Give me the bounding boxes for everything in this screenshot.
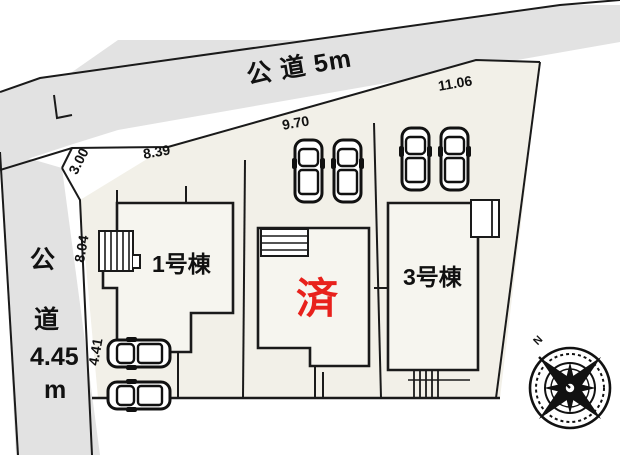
lot-divider-1 [242, 159, 246, 399]
car-icon-top-right-1 [399, 126, 432, 192]
building-1-veranda-hatch [104, 231, 130, 271]
dimension-9-70: 9.70 [280, 112, 311, 133]
road-left-label-1: 公 [30, 246, 56, 274]
building-1-label: 1号棟 [152, 251, 211, 277]
road-top-band [0, 5, 620, 168]
car-icon-left-lower-1 [106, 337, 172, 370]
building-2-veranda-hatch [261, 235, 308, 251]
car-icon-top-center-2 [331, 138, 364, 204]
road-notch [53, 94, 73, 120]
building-3-stair-hatch [413, 370, 439, 398]
building-2-entry-path [314, 366, 324, 398]
lot-divider-2 [373, 122, 382, 399]
building-1-entry-step [133, 254, 141, 269]
building-3-veranda [470, 199, 500, 238]
compass-rose-icon [528, 346, 612, 430]
road-left-measure: 4.45 [30, 343, 79, 371]
car-icon-top-center-1 [292, 138, 325, 204]
dimension-8-39: 8.39 [141, 141, 172, 162]
corner-chamfer [61, 147, 73, 169]
car-icon-left-lower-2 [106, 379, 172, 412]
building-1-veranda [98, 230, 134, 272]
car-icon-top-right-2 [438, 126, 471, 192]
road-left-label-2: 道 [34, 306, 60, 334]
road-left-outer-edge [0, 151, 19, 455]
building-3-label: 3号棟 [403, 264, 462, 290]
road-left-inner-edge [61, 167, 93, 455]
road-top-upper-edge [0, 0, 620, 93]
road-left-unit: m [44, 376, 67, 404]
lot-east-boundary [495, 61, 541, 399]
road-top-lower-edge [0, 58, 541, 171]
building-2-footprint [256, 226, 371, 368]
road-left-surface [0, 150, 100, 455]
building-2-sold-stamp: 済 [296, 274, 339, 323]
building-3-footprint [386, 201, 480, 372]
